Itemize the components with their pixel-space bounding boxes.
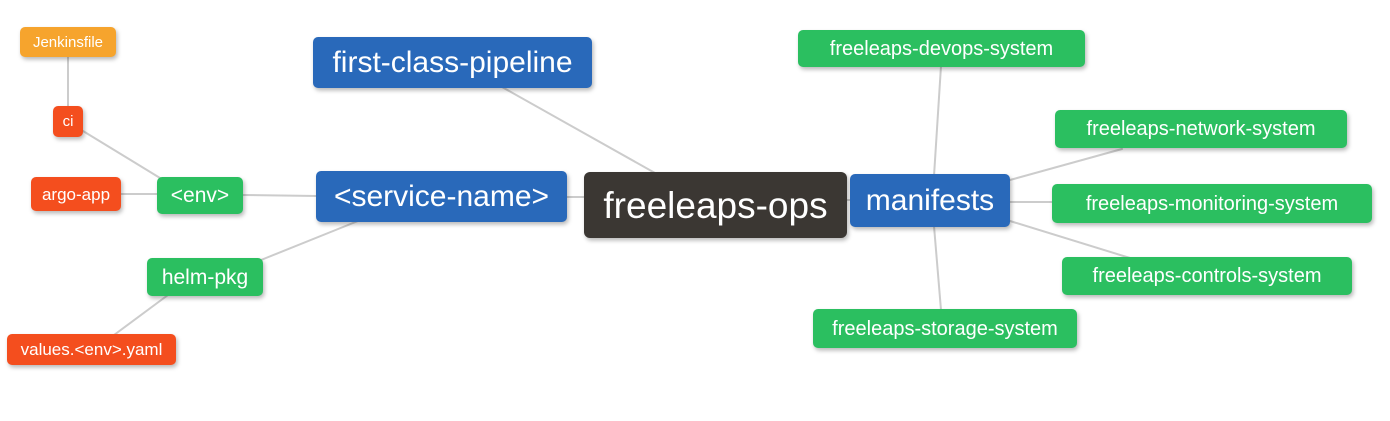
edge-manifests-network bbox=[1009, 148, 1123, 181]
node-freeleaps-storage-system[interactable]: freeleaps-storage-system bbox=[813, 309, 1077, 348]
edge-manifests-controls bbox=[1009, 220, 1131, 259]
node-argo-app[interactable]: argo-app bbox=[31, 177, 121, 211]
edge-servicename-helmpkg bbox=[260, 220, 359, 261]
node-freeleaps-monitoring-system[interactable]: freeleaps-monitoring-system bbox=[1052, 184, 1372, 223]
node-ci[interactable]: ci bbox=[53, 106, 83, 137]
edge-env-servicename bbox=[241, 194, 318, 197]
node-values-env-yaml[interactable]: values.<env>.yaml bbox=[7, 334, 176, 365]
node-manifests[interactable]: manifests bbox=[850, 174, 1010, 227]
node-first-class-pipeline[interactable]: first-class-pipeline bbox=[313, 37, 592, 88]
node-env[interactable]: <env> bbox=[157, 177, 243, 214]
node-helm-pkg[interactable]: helm-pkg bbox=[147, 258, 263, 296]
node-root-freeleaps-ops[interactable]: freeleaps-ops bbox=[584, 172, 847, 238]
node-freeleaps-network-system[interactable]: freeleaps-network-system bbox=[1055, 110, 1347, 148]
edge-pipeline-root bbox=[501, 86, 656, 174]
node-freeleaps-devops-system[interactable]: freeleaps-devops-system bbox=[798, 30, 1085, 67]
edge-manifests-devops bbox=[933, 65, 942, 177]
node-freeleaps-controls-system[interactable]: freeleaps-controls-system bbox=[1062, 257, 1352, 295]
edge-manifests-storage bbox=[933, 225, 942, 311]
node-service-name[interactable]: <service-name> bbox=[316, 171, 567, 222]
edge-ci-env bbox=[82, 130, 161, 179]
edge-helmpkg-values bbox=[113, 294, 169, 336]
node-jenkinsfile[interactable]: Jenkinsfile bbox=[20, 27, 116, 57]
